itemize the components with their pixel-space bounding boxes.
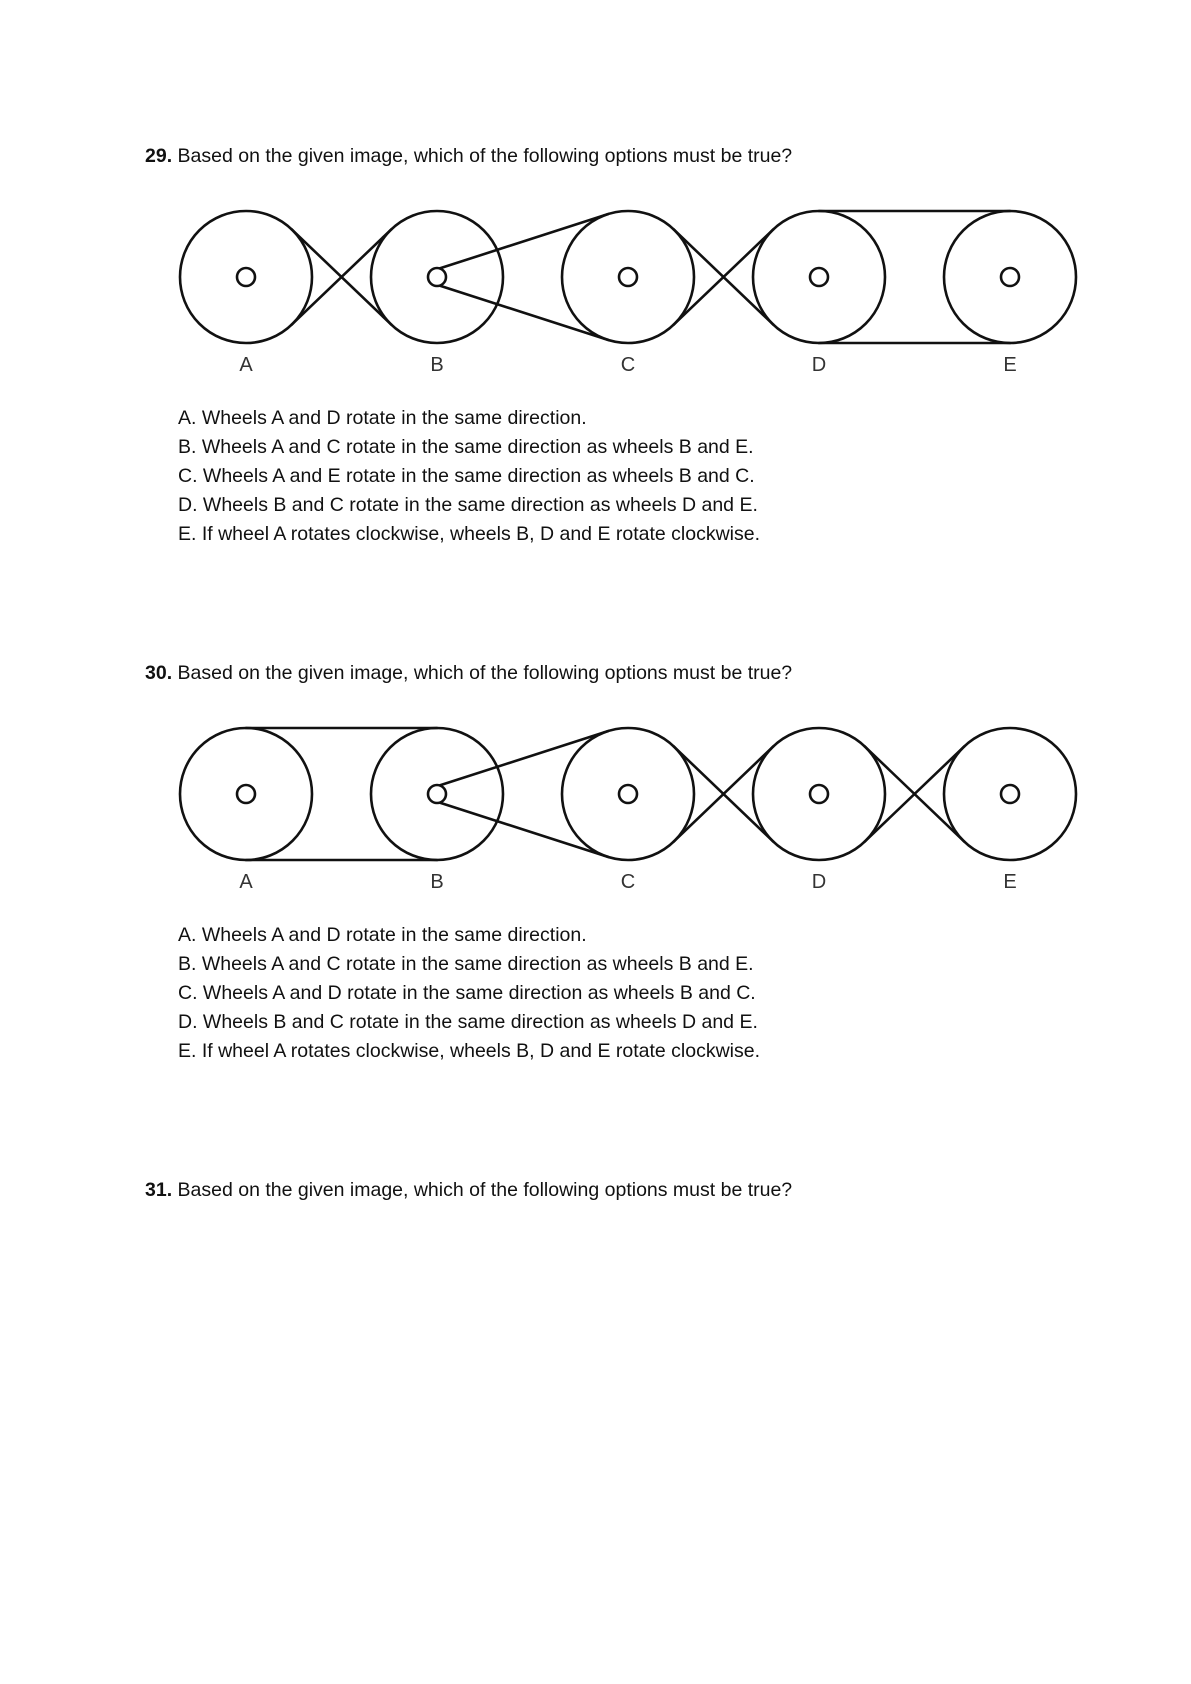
belt-d-e-strand-2 xyxy=(863,744,966,844)
wheel-d: D xyxy=(751,209,887,372)
wheel-rim xyxy=(751,726,887,862)
wheel-hub xyxy=(617,783,639,805)
question-title: 31. Based on the given image, which of t… xyxy=(145,1178,792,1202)
wheel-c: C xyxy=(560,726,696,889)
belt-c-d-strand-2 xyxy=(672,744,775,844)
wheel-label: C xyxy=(621,354,635,372)
wheel-e: E xyxy=(942,209,1078,372)
question-title: 30. Based on the given image, which of t… xyxy=(145,661,792,685)
wheel-rim xyxy=(178,209,314,345)
belt-b-c-bottom xyxy=(438,284,610,342)
wheel-hub xyxy=(235,783,257,805)
belt-c-d-strand-2 xyxy=(672,227,775,327)
wheel-label: E xyxy=(1003,354,1016,372)
wheel-label: A xyxy=(239,871,253,889)
answer-option-c[interactable]: C. Wheels A and D rotate in the same dir… xyxy=(178,982,756,1004)
wheel-hub xyxy=(426,266,448,288)
answer-option-a[interactable]: A. Wheels A and D rotate in the same dir… xyxy=(178,407,587,429)
belt-a-b-strand-2 xyxy=(290,227,393,327)
belt-b-c-top xyxy=(438,729,610,787)
answer-option-b[interactable]: B. Wheels A and C rotate in the same dir… xyxy=(178,436,754,458)
wheel-rim xyxy=(942,726,1078,862)
wheel-label: E xyxy=(1003,871,1016,889)
answer-option-d[interactable]: D. Wheels B and C rotate in the same dir… xyxy=(178,494,758,516)
wheel-label: A xyxy=(239,354,253,372)
answer-option-b[interactable]: B. Wheels A and C rotate in the same dir… xyxy=(178,953,754,975)
wheel-hub xyxy=(235,266,257,288)
question-text: Based on the given image, which of the f… xyxy=(177,1179,793,1201)
answer-option-c[interactable]: C. Wheels A and E rotate in the same dir… xyxy=(178,465,755,487)
wheel-b: B xyxy=(369,726,505,889)
question-title: 29. Based on the given image, which of t… xyxy=(145,144,792,168)
wheel-e: E xyxy=(942,726,1078,889)
wheel-rim xyxy=(560,209,696,345)
wheel-hub xyxy=(617,266,639,288)
answer-options: A. Wheels A and D rotate in the same dir… xyxy=(178,921,760,1066)
wheel-hub xyxy=(999,783,1021,805)
wheel-a: A xyxy=(178,209,314,372)
wheel-belt-diagram: A B C D E xyxy=(178,209,1078,372)
question-text: Based on the given image, which of the f… xyxy=(177,145,793,167)
belt-b-c-top xyxy=(438,212,610,270)
answer-option-e[interactable]: E. If wheel A rotates clockwise, wheels … xyxy=(178,1040,761,1062)
wheel-hub xyxy=(426,783,448,805)
wheel-hub xyxy=(808,783,830,805)
answer-option-e[interactable]: E. If wheel A rotates clockwise, wheels … xyxy=(178,523,761,545)
wheel-a: A xyxy=(178,726,314,889)
answer-option-a[interactable]: A. Wheels A and D rotate in the same dir… xyxy=(178,924,587,946)
question-number: 29. xyxy=(145,145,173,167)
question-number: 30. xyxy=(145,662,173,684)
wheel-hub xyxy=(999,266,1021,288)
wheel-rim xyxy=(942,209,1078,345)
wheel-belt-diagram: A B C D E xyxy=(178,726,1078,889)
wheel-rim xyxy=(560,726,696,862)
wheel-label: D xyxy=(812,871,826,889)
wheel-hub xyxy=(808,266,830,288)
question-number: 31. xyxy=(145,1179,173,1201)
wheel-label: D xyxy=(812,354,826,372)
question-text: Based on the given image, which of the f… xyxy=(177,662,793,684)
belt-b-c-bottom xyxy=(438,801,610,859)
wheel-label: C xyxy=(621,871,635,889)
wheel-d: D xyxy=(751,726,887,889)
wheel-b: B xyxy=(369,209,505,372)
wheel-label: B xyxy=(430,354,443,372)
answer-options: A. Wheels A and D rotate in the same dir… xyxy=(178,404,760,549)
wheel-rim xyxy=(369,209,505,345)
wheel-rim xyxy=(369,726,505,862)
wheel-rim xyxy=(751,209,887,345)
wheel-c: C xyxy=(560,209,696,372)
answer-option-d[interactable]: D. Wheels B and C rotate in the same dir… xyxy=(178,1011,758,1033)
wheel-rim xyxy=(178,726,314,862)
wheel-label: B xyxy=(430,871,443,889)
